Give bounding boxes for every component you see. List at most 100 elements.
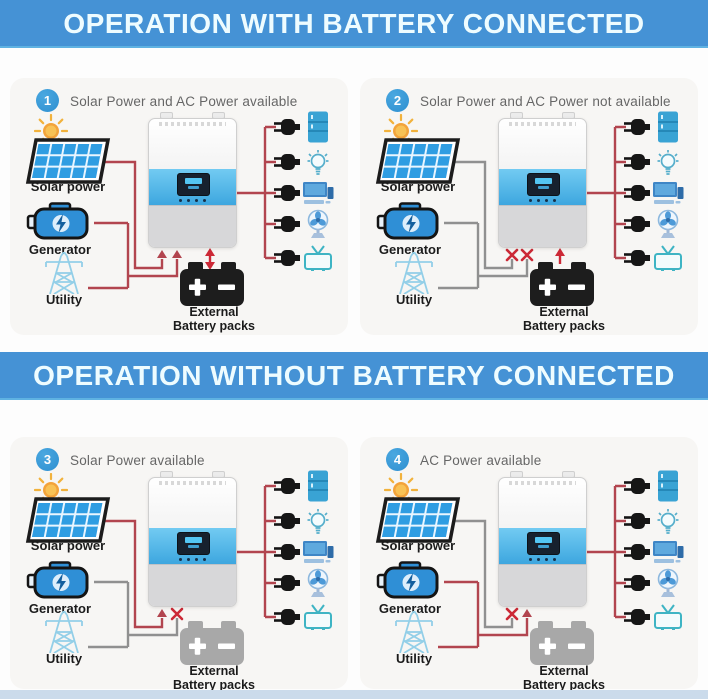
solar-wire	[452, 160, 514, 270]
plug-icon	[274, 216, 300, 232]
generator-label: Generator	[378, 242, 442, 257]
utility-tower-icon	[395, 611, 433, 653]
plug-icon	[274, 575, 300, 591]
plug-icon	[624, 609, 650, 625]
ac-input-arrow	[522, 609, 532, 617]
generator-icon	[26, 202, 89, 240]
generator-label: Generator	[378, 601, 442, 616]
computer-icon	[653, 541, 684, 563]
computer-icon	[653, 182, 684, 204]
ac-input-x-mark	[170, 607, 184, 621]
inverter-vents	[159, 122, 226, 126]
external-battery-icon	[530, 621, 594, 665]
external-battery-label: External Battery packs	[523, 305, 605, 333]
utility-label: Utility	[395, 651, 433, 666]
ac-wire	[438, 580, 529, 649]
utility-tower-icon	[45, 252, 83, 294]
fan-icon	[307, 568, 329, 597]
light-bulb-icon	[657, 509, 679, 534]
inverter-vents	[509, 481, 576, 485]
generator-icon	[376, 202, 439, 240]
external-battery-icon	[530, 262, 594, 306]
scenario-number-badge: 3	[36, 448, 59, 471]
plug-icon	[274, 250, 300, 266]
load-bus-wire	[237, 484, 276, 619]
refrigerator-icon	[308, 470, 328, 502]
solar-panel-icon	[375, 138, 461, 184]
inverter-lower-panel	[149, 205, 236, 247]
inverter	[148, 112, 237, 248]
plug-icon	[274, 478, 300, 494]
tv-icon	[304, 245, 332, 271]
ac-input-arrow	[172, 250, 182, 258]
utility-label: Utility	[45, 651, 83, 666]
plug-icon	[624, 185, 650, 201]
plug-icon	[274, 154, 300, 170]
inverter-body	[148, 118, 237, 248]
footer-strip	[0, 690, 708, 699]
refrigerator-icon	[658, 111, 678, 143]
refrigerator-icon	[658, 470, 678, 502]
inverter-display	[527, 173, 560, 196]
generator-icon	[26, 561, 89, 599]
utility-label: Utility	[395, 292, 433, 307]
fan-icon	[657, 568, 679, 597]
inverter-control-band	[499, 169, 586, 205]
inverter-body	[498, 118, 587, 248]
banner-without-battery: OPERATION WITHOUT BATTERY CONNECTED	[0, 352, 708, 400]
scenario-panel: 4 AC Power available	[360, 437, 698, 691]
light-bulb-icon	[307, 509, 329, 534]
external-battery-icon	[180, 621, 244, 665]
ac-wire	[438, 221, 529, 290]
light-bulb-icon	[307, 150, 329, 175]
inverter-lower-panel	[499, 564, 586, 606]
banner-with-battery: OPERATION WITH BATTERY CONNECTED	[0, 0, 708, 48]
plug-icon	[274, 513, 300, 529]
wiring-diagram	[438, 484, 626, 649]
solar-wire	[102, 160, 164, 270]
scenario-title: Solar Power and AC Power not available	[420, 94, 671, 109]
battery-flow-arrow	[555, 248, 565, 264]
inverter-control-band	[149, 528, 236, 564]
generator-label: Generator	[28, 601, 92, 616]
inverter-buttons	[149, 198, 236, 202]
plug-icon	[624, 154, 650, 170]
ac-wire	[88, 221, 179, 290]
load-bus-wire	[587, 484, 626, 619]
generator-icon	[376, 561, 439, 599]
load-bus-wire	[587, 125, 626, 260]
scenario-number-badge: 4	[386, 448, 409, 471]
plug-icon	[274, 119, 300, 135]
solar-input-arrow	[157, 250, 167, 258]
ac-wire	[88, 580, 179, 649]
external-battery-label: External Battery packs	[173, 664, 255, 692]
solar-panel-icon	[25, 497, 111, 543]
fan-icon	[307, 209, 329, 238]
solar-power-label: Solar power	[380, 179, 456, 194]
tv-icon	[304, 604, 332, 630]
external-battery-label: External Battery packs	[173, 305, 255, 333]
plug-icon	[624, 513, 650, 529]
plug-icon	[624, 478, 650, 494]
scenario-panel: 2 Solar Power and AC Power not available	[360, 78, 698, 335]
inverter-vents	[159, 481, 226, 485]
inverter-display	[177, 173, 210, 196]
utility-tower-icon	[395, 252, 433, 294]
inverter-lower-panel	[499, 205, 586, 247]
load-bus-wire	[237, 125, 276, 260]
plug-icon	[624, 250, 650, 266]
inverter-buttons	[499, 198, 586, 202]
refrigerator-icon	[308, 111, 328, 143]
solar-input-x-mark	[505, 607, 519, 621]
wiring-diagram	[88, 484, 276, 649]
inverter-vents	[509, 122, 576, 126]
solar-panel-icon	[375, 497, 461, 543]
inverter-lower-panel	[149, 564, 236, 606]
solar-power-label: Solar power	[30, 538, 106, 553]
tv-icon	[654, 604, 682, 630]
utility-tower-icon	[45, 611, 83, 653]
plug-icon	[274, 185, 300, 201]
scenario-panel: 3 Solar Power available	[10, 437, 348, 692]
inverter-control-band	[499, 528, 586, 564]
